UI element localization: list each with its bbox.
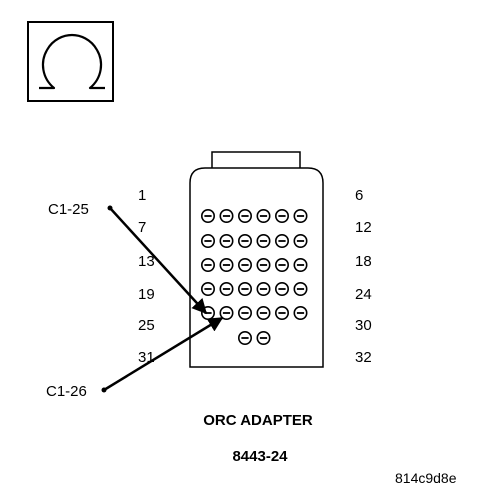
connector-latch [211, 151, 301, 170]
pin-cavity [274, 234, 289, 249]
pin-cavity [201, 257, 216, 272]
ohm-symbol [27, 21, 114, 102]
right-row-label: 30 [355, 317, 372, 334]
pin-cavity [219, 281, 234, 296]
pin-cavity [293, 209, 308, 224]
pin-cavity [238, 330, 253, 345]
pin-cavities [201, 209, 308, 345]
pin-cavity [256, 305, 271, 320]
pin-cavity [201, 234, 216, 249]
right-row-labels: 6 12 18 24 30 32 [355, 187, 372, 366]
pin-cavity [256, 257, 271, 272]
ohm-icon [39, 33, 105, 90]
left-row-label: 13 [138, 253, 155, 270]
pin-cavity [293, 281, 308, 296]
callout-label: C1-25 [48, 201, 89, 218]
leader-line [109, 207, 208, 315]
left-row-label: 19 [138, 286, 155, 303]
right-row-label: 32 [355, 349, 372, 366]
pin-cavity [238, 257, 253, 272]
ohm-symbol-frame [27, 21, 114, 102]
left-row-label: 7 [138, 219, 146, 236]
right-row-label: 6 [355, 187, 363, 204]
pin-cavity [238, 234, 253, 249]
left-row-label: 25 [138, 317, 155, 334]
pin-cavity [219, 257, 234, 272]
pin-cavity [238, 281, 253, 296]
pin-cavity [238, 209, 253, 224]
callout-label: C1-26 [46, 383, 87, 400]
right-row-label: 12 [355, 219, 372, 236]
pin-cavity [274, 209, 289, 224]
adapter-part-number: 8443-24 [232, 448, 288, 465]
pin-cavity [256, 234, 271, 249]
right-row-label: 18 [355, 253, 372, 270]
callout-c1-26: C1-26 [46, 316, 224, 400]
pin-cavity [293, 305, 308, 320]
left-row-label: 1 [138, 187, 146, 204]
adapter-name: ORC ADAPTER [203, 412, 313, 429]
pin-cavity [201, 209, 216, 224]
pin-cavity [274, 281, 289, 296]
pin-cavity [256, 330, 271, 345]
pin-cavity [274, 257, 289, 272]
pin-cavity [256, 209, 271, 224]
left-row-labels: 1 7 13 19 25 31 [138, 187, 155, 366]
figure-code: 814c9d8e [395, 470, 457, 486]
right-row-label: 24 [355, 286, 372, 303]
pin-cavity [219, 209, 234, 224]
pin-cavity [256, 281, 271, 296]
pin-cavity [238, 305, 253, 320]
pin-cavity [293, 257, 308, 272]
pin-cavity [219, 234, 234, 249]
callout-c1-25: C1-25 [48, 201, 208, 315]
pin-cavity [219, 305, 234, 320]
pin-cavity [274, 305, 289, 320]
leader-line [103, 316, 224, 392]
pin-cavity [201, 281, 216, 296]
pin-cavity [293, 234, 308, 249]
